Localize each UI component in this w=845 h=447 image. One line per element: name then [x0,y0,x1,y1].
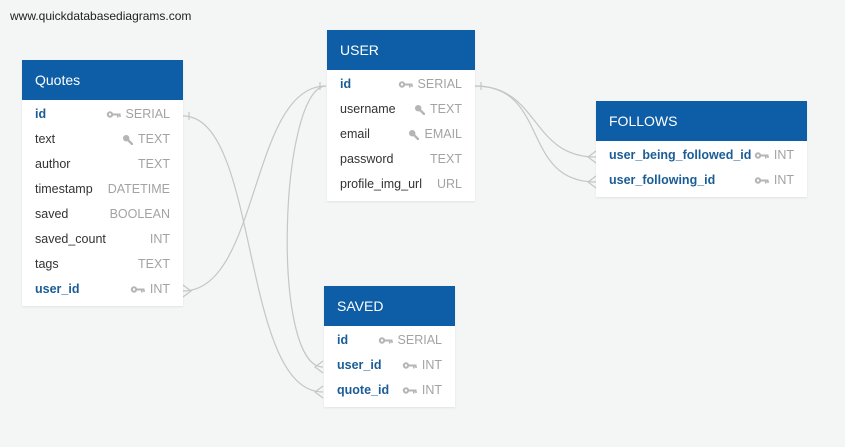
field-name: user_id [337,358,382,372]
field-type-cell: SERIAL [378,328,442,353]
field-type: INT [149,232,170,246]
key-icon [398,80,413,89]
field-type-cell: INT [754,168,794,193]
field-type-cell: EMAIL [408,122,462,147]
field-type-cell: INT [402,353,442,378]
field-type: URL [436,177,462,191]
field-type: INT [773,148,794,162]
field-type-cell: TEXT [122,127,170,152]
field-type-cell: SERIAL [106,102,170,127]
field-type: INT [149,282,170,296]
key-icon [106,110,121,119]
field-row[interactable]: username TEXT [327,97,475,122]
field-row[interactable]: user_id INT [324,353,455,378]
field-type: SERIAL [417,77,462,91]
field-type: INT [421,383,442,397]
search-icon [408,129,420,140]
field-name: id [337,333,349,347]
field-name: text [35,132,56,146]
field-row[interactable]: id SERIAL [324,328,455,353]
link-user-saved [286,85,327,368]
field-row[interactable]: user_being_followed_id INT [596,143,807,168]
watermark: www.quickdatabasediagrams.com [10,9,192,23]
field-name: id [35,107,47,121]
field-name: id [340,77,352,91]
field-type-cell: URL [437,172,462,197]
field-row[interactable]: profile_img_url URL [327,172,475,197]
field-type: SERIAL [397,333,442,347]
field-row[interactable]: id SERIAL [327,72,475,97]
field-type: TEXT [138,157,170,171]
key-icon [402,361,417,370]
field-type: TEXT [138,257,170,271]
field-type: TEXT [138,132,170,146]
field-type: BOOLEAN [109,207,170,221]
field-type: INT [773,173,794,187]
field-type-cell: INT [130,277,170,302]
field-name: timestamp [35,182,93,196]
field-type-cell: INT [402,378,442,403]
field-row[interactable]: id SERIAL [22,102,183,127]
field-name: password [340,152,394,166]
field-row[interactable]: email EMAIL [327,122,475,147]
field-row[interactable]: password TEXT [327,147,475,172]
field-type-cell: INT [754,143,794,168]
field-row[interactable]: text TEXT [22,127,183,152]
field-row[interactable]: saved BOOLEAN [22,202,183,227]
field-name: profile_img_url [340,177,422,191]
field-row[interactable]: user_id INT [22,277,183,302]
field-row[interactable]: tags TEXT [22,252,183,277]
link-quotes-saved [182,115,324,393]
field-row[interactable]: quote_id INT [324,378,455,403]
key-icon [402,386,417,395]
field-type-cell: BOOLEAN [110,202,170,227]
link-user-follows-followed [474,85,597,158]
key-icon [378,336,393,345]
field-type-cell: TEXT [414,97,462,122]
table-title[interactable]: USER [327,30,475,70]
field-row[interactable]: saved_count INT [22,227,183,252]
key-icon [754,176,769,185]
field-name: tags [35,257,59,271]
field-type-cell: SERIAL [398,72,462,97]
field-type-cell: INT [150,227,170,252]
field-row[interactable]: user_following_id INT [596,168,807,193]
field-type-cell: TEXT [430,147,462,172]
field-name: username [340,102,396,116]
field-row[interactable]: timestamp DATETIME [22,177,183,202]
field-name: user_id [35,282,80,296]
field-type: SERIAL [125,107,170,121]
link-user-quotes [182,85,327,292]
field-name: email [340,127,370,141]
field-type: INT [421,358,442,372]
field-type: DATETIME [107,182,170,196]
field-name: user_following_id [609,173,716,187]
field-type: TEXT [430,102,462,116]
field-name: quote_id [337,383,390,397]
field-type-cell: TEXT [138,252,170,277]
table-title[interactable]: SAVED [324,286,455,326]
field-type-cell: TEXT [138,152,170,177]
field-type-cell: DATETIME [108,177,170,202]
key-icon [754,151,769,160]
field-name: user_being_followed_id [609,148,752,162]
field-row[interactable]: author TEXT [22,152,183,177]
search-icon [122,134,134,145]
link-user-follows-following [474,85,597,183]
field-name: saved_count [35,232,106,246]
key-icon [130,285,145,294]
search-icon [414,104,426,115]
field-name: saved [35,207,69,221]
table-title[interactable]: Quotes [22,60,183,100]
field-name: author [35,157,71,171]
table-title[interactable]: FOLLOWS [596,101,807,141]
field-type: EMAIL [424,127,462,141]
field-type: TEXT [430,152,462,166]
